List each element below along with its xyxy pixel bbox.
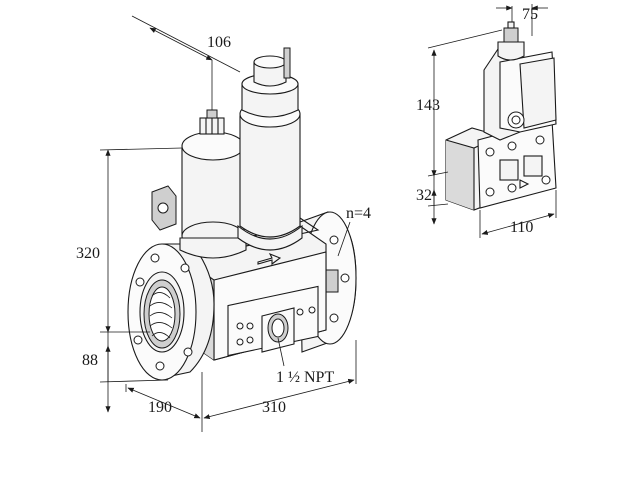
front-flange bbox=[127, 243, 215, 381]
bolt-count-label: n=4 bbox=[346, 205, 371, 222]
dim-75-label: 75 bbox=[522, 6, 538, 23]
left-solenoid bbox=[151, 109, 247, 259]
main-valve-view: 106 320 88 190 310 n=4 1 ½ NPT bbox=[76, 15, 371, 432]
dim-320-label: 320 bbox=[76, 245, 100, 262]
side-view: 75 143 32 110 bbox=[416, 4, 557, 238]
dim-88-label: 88 bbox=[82, 352, 98, 369]
dimension-lines-main bbox=[99, 15, 357, 432]
right-solenoid bbox=[237, 47, 303, 251]
dim-106-label: 106 bbox=[207, 34, 231, 51]
dim-190-label: 190 bbox=[148, 399, 172, 416]
dim-310-label: 310 bbox=[262, 399, 286, 416]
mounting-block bbox=[445, 119, 557, 211]
port-size-label: 1 ½ NPT bbox=[276, 369, 334, 386]
side-actuator bbox=[483, 21, 557, 141]
dimension-lines-side bbox=[427, 4, 557, 238]
dim-110-label: 110 bbox=[510, 219, 533, 236]
dim-143-label: 143 bbox=[416, 97, 440, 114]
dim-32-label: 32 bbox=[416, 187, 432, 204]
